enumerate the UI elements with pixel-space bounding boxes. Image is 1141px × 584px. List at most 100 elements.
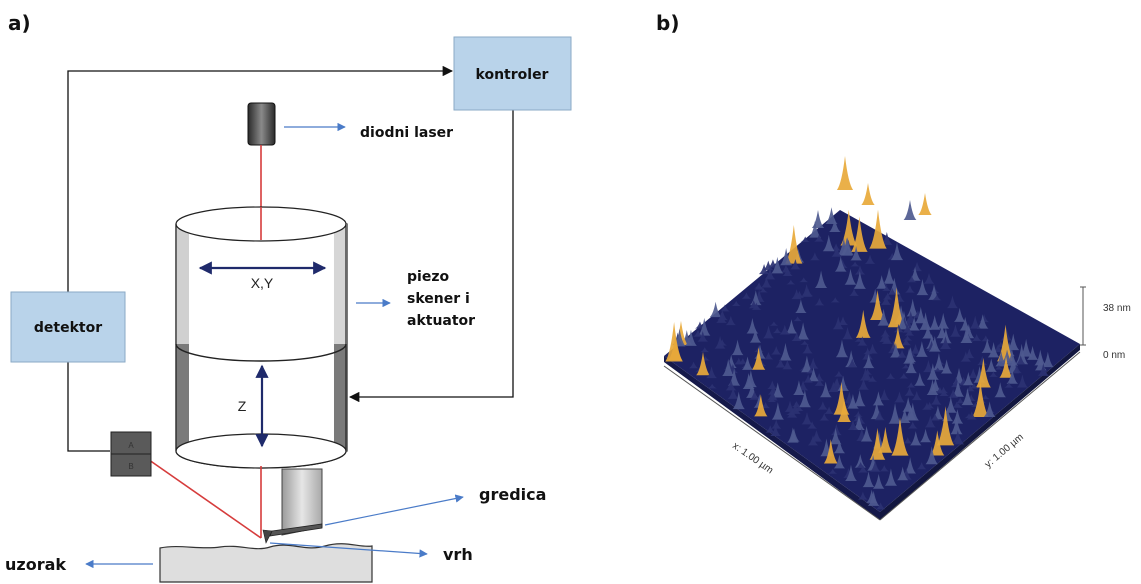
- controller-box: [453, 36, 572, 111]
- surface-peak: [853, 415, 865, 430]
- surface-peak: [906, 298, 919, 317]
- surface-peak: [940, 328, 952, 344]
- surface-peak: [700, 347, 710, 353]
- surface-peak: [782, 359, 793, 370]
- surface-peak: [853, 271, 866, 289]
- surface-peak: [842, 326, 854, 340]
- surface-peak: [905, 285, 915, 293]
- surface-peak: [782, 266, 793, 277]
- surface-peak: [930, 413, 940, 421]
- x-axis-label: x: 1.00 µm: [730, 440, 775, 476]
- surface-peak: [971, 333, 982, 341]
- surface-peak: [725, 315, 736, 326]
- surface-peak: [916, 341, 928, 357]
- surface-peak: [850, 246, 862, 261]
- surface-peak: [772, 327, 782, 334]
- photodiode-segment-a: A: [128, 441, 134, 450]
- surface-peak: [1015, 355, 1026, 365]
- cantilever-label: gredica: [479, 485, 546, 504]
- surface-peak: [999, 356, 1013, 378]
- laser-label: diodni laser: [360, 125, 453, 141]
- surface-peak: [940, 359, 953, 374]
- surface-peak: [845, 464, 857, 481]
- surface-peak: [922, 359, 934, 373]
- surface-peak: [1006, 369, 1019, 384]
- surface-peak: [698, 317, 711, 336]
- surface-peak: [877, 308, 890, 326]
- surface-peak: [751, 302, 762, 310]
- surface-peak: [855, 309, 871, 338]
- surface-peak: [994, 382, 1007, 398]
- surface-peak: [767, 380, 778, 390]
- surface-peak: [857, 491, 868, 500]
- surface-peak: [902, 335, 913, 341]
- scanner-label-line3: aktuator: [407, 313, 475, 329]
- photodiode-segment-b: B: [128, 462, 133, 471]
- surface-peak: [741, 292, 752, 299]
- surface-peak: [910, 343, 921, 354]
- y-axis-label: y: 1.00 µm: [983, 432, 1026, 471]
- surface-peak: [819, 381, 832, 398]
- surface-peak: [928, 335, 941, 352]
- surface-peak: [828, 381, 839, 393]
- surface-peak: [888, 402, 902, 424]
- surface-peak: [1004, 382, 1014, 388]
- surface-peak: [1007, 333, 1020, 351]
- surface-peak: [881, 232, 893, 245]
- surface-peak: [831, 246, 843, 257]
- surface-peak: [908, 316, 920, 331]
- surface-peak: [801, 412, 813, 425]
- cantilever-label-arrow: [324, 494, 464, 526]
- surface-peak: [834, 256, 847, 272]
- surface-peak: [931, 394, 942, 405]
- surface-peak: [1016, 374, 1028, 388]
- surface-peak: [896, 315, 909, 330]
- surface-peak: [857, 336, 868, 346]
- surface-peak: [883, 267, 896, 284]
- xy-axis-label: X,Y: [251, 275, 274, 291]
- surface-peak: [754, 282, 765, 290]
- surface-peak: [867, 343, 878, 354]
- surface-peak: [707, 383, 717, 389]
- surface-peak: [709, 301, 722, 318]
- surface-peak: [809, 252, 820, 261]
- detector-label: detektor: [34, 320, 102, 336]
- surface-peak: [902, 437, 913, 444]
- surface-peak: [844, 268, 857, 285]
- surface-peak: [951, 379, 965, 397]
- surface-peak: [878, 426, 893, 453]
- surface-peak: [840, 209, 858, 246]
- surface-peak: [944, 396, 957, 413]
- surface-peak: [720, 304, 730, 312]
- surface-peak: [819, 413, 830, 421]
- surface-peak: [854, 265, 866, 275]
- surface-peak: [822, 234, 835, 252]
- surface-peak: [829, 218, 841, 233]
- z-min-label: 0 nm: [1103, 350, 1125, 361]
- surface-peak: [775, 358, 786, 368]
- surface-peak: [847, 358, 858, 368]
- surface-peak: [966, 411, 977, 420]
- surface-peak: [795, 299, 807, 313]
- surface-peak: [770, 425, 781, 436]
- panel-a: a) kontroler detektor diodni laser: [5, 11, 572, 583]
- diode-laser-icon: [247, 102, 276, 146]
- surface-peak: [1015, 343, 1029, 365]
- surface-peak: [754, 344, 764, 352]
- surface-peak: [960, 326, 973, 343]
- surface-peak: [799, 277, 809, 283]
- probe-tip: [262, 529, 273, 544]
- surface-peak: [784, 400, 796, 412]
- surface-peak: [899, 373, 909, 379]
- surface-peak: [845, 350, 858, 368]
- surface-peak: [771, 382, 784, 398]
- controller-label: kontroler: [476, 67, 549, 83]
- surface-peak: [836, 156, 854, 190]
- surface-peak: [867, 375, 878, 382]
- surface-peak: [727, 387, 739, 399]
- surface-peak: [969, 383, 979, 389]
- surface-peak: [922, 324, 934, 339]
- feedback-line-photodiode-to-detector: [67, 362, 110, 452]
- surface-peak: [849, 288, 859, 296]
- surface-peak: [716, 311, 727, 323]
